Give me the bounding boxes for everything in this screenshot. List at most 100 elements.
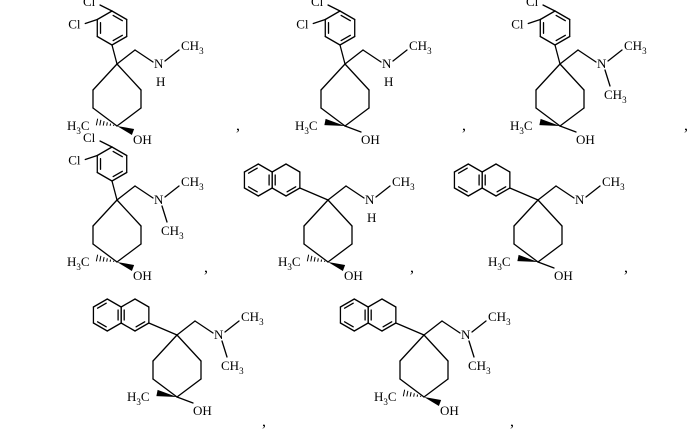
cl-bond	[100, 5, 112, 11]
n-methyl-label: CH3	[181, 38, 204, 56]
ring-bond	[97, 11, 112, 20]
cyclohexane-ring	[304, 200, 352, 262]
methyl-wedge-bond	[324, 119, 345, 126]
benzene-ring	[97, 147, 126, 181]
c-methyl-label: H3C	[374, 389, 397, 407]
methyl-wedge-bond	[156, 390, 177, 397]
ch2-bond	[345, 50, 363, 64]
c-methyl-label: H3C	[127, 389, 150, 407]
ch2-n-bond	[346, 186, 364, 198]
n-methyl-bond-2	[469, 341, 474, 357]
n-methyl-label: CH3	[409, 38, 432, 56]
ch2-n-bond	[135, 186, 153, 198]
aryl-c1-bond	[112, 181, 117, 200]
c-methyl-label: H3C	[510, 118, 533, 136]
cl-bond	[543, 5, 555, 11]
n-methyl-bond-2	[222, 341, 227, 357]
ch2-bond	[177, 321, 195, 335]
n-methyl-label: CH3	[181, 174, 204, 192]
hash-stroke	[96, 255, 97, 262]
ch2-n-bond	[442, 321, 460, 333]
n-methyl-label-2: CH3	[604, 87, 627, 105]
ring-bond	[328, 244, 352, 262]
compound-5: NCH3HH3COH	[244, 164, 415, 283]
separator-comma: ,	[462, 117, 466, 134]
chlorine-label-bottom: Cl	[68, 17, 81, 32]
ring-bond	[538, 200, 562, 226]
ring-bond	[555, 11, 570, 20]
hydroxyl-wedge-bond	[117, 126, 134, 135]
ring-bond	[325, 11, 340, 20]
ring-bond	[121, 323, 135, 331]
ring-bond	[117, 108, 141, 126]
ring-bond	[112, 147, 127, 156]
ring-bond	[345, 108, 369, 126]
c-methyl-label: H3C	[67, 254, 90, 272]
aryl-c1-bond	[555, 45, 560, 64]
hash-stroke	[96, 119, 97, 126]
c-methyl-label: H3C	[278, 254, 301, 272]
ring-bond	[424, 379, 448, 397]
hydroxyl-wedge-bond	[424, 397, 441, 406]
hydroxyl-label: OH	[554, 268, 573, 283]
aryl-c1-bond	[112, 45, 117, 64]
ring-bond	[368, 323, 382, 331]
naphthalene-ring-left	[340, 299, 368, 331]
ring-bond	[177, 379, 201, 397]
cyclohexane-ring	[536, 64, 584, 126]
n-methyl-label-2: CH3	[161, 223, 184, 241]
hash-stroke	[307, 255, 308, 262]
cl-bond	[313, 20, 325, 24]
ring-bond	[112, 173, 127, 182]
ring-bond	[514, 200, 538, 226]
benzene-ring	[325, 11, 354, 45]
ring-bond	[340, 37, 355, 46]
chlorine-label-top: Cl	[311, 0, 324, 9]
ring-bond	[272, 164, 286, 172]
cl-bond	[100, 141, 112, 147]
hash-stroke	[103, 121, 104, 125]
hash-stroke	[318, 258, 319, 261]
ch2-bond	[538, 186, 556, 200]
ring-bond	[382, 299, 396, 307]
nitrogen-label: N	[597, 56, 607, 71]
ch2-n-bond	[578, 50, 596, 62]
ch2-bond	[117, 50, 135, 64]
ring-bond	[93, 200, 117, 226]
ring-bond	[482, 188, 496, 196]
ring-bond	[117, 64, 141, 90]
nitrogen-label: N	[214, 327, 224, 342]
n-methyl-label-2: CH3	[468, 358, 491, 376]
ring-bond	[177, 335, 201, 361]
hydroxyl-label: OH	[440, 403, 459, 418]
cyclohexane-ring	[514, 200, 562, 262]
ring-bond	[468, 188, 482, 196]
ring-bond	[286, 164, 300, 172]
n-methyl-bond	[165, 50, 179, 61]
compound-4: ClClNCH3CH3H3COH	[67, 130, 204, 283]
ch2-n-bond	[195, 321, 213, 333]
hash-stroke	[403, 390, 404, 397]
compound-2: ClClNCH3HH3COH	[295, 0, 432, 147]
nitrogen-label: N	[365, 192, 375, 207]
n-methyl-bond	[225, 321, 239, 332]
ring-bond	[121, 299, 135, 307]
naphthalene-ring-left	[244, 164, 272, 196]
ring-bond	[272, 188, 286, 196]
n-methyl-bond	[165, 186, 179, 197]
hash-stroke	[100, 120, 101, 126]
aryl-c1-bond	[340, 45, 345, 64]
hydroxyl-label: OH	[133, 132, 152, 147]
cl-bond	[85, 156, 97, 160]
nitrogen-label: N	[461, 327, 471, 342]
nitrogen-label: N	[382, 56, 392, 71]
ring-bond	[97, 37, 112, 46]
hydroxyl-bond	[345, 126, 361, 132]
separator-comma: ,	[204, 259, 208, 276]
ring-bond	[97, 147, 112, 156]
ch2-n-bond	[363, 50, 381, 62]
cyclohexane-ring	[400, 335, 448, 397]
ring-bond	[536, 64, 560, 90]
ring-bond	[540, 37, 555, 46]
